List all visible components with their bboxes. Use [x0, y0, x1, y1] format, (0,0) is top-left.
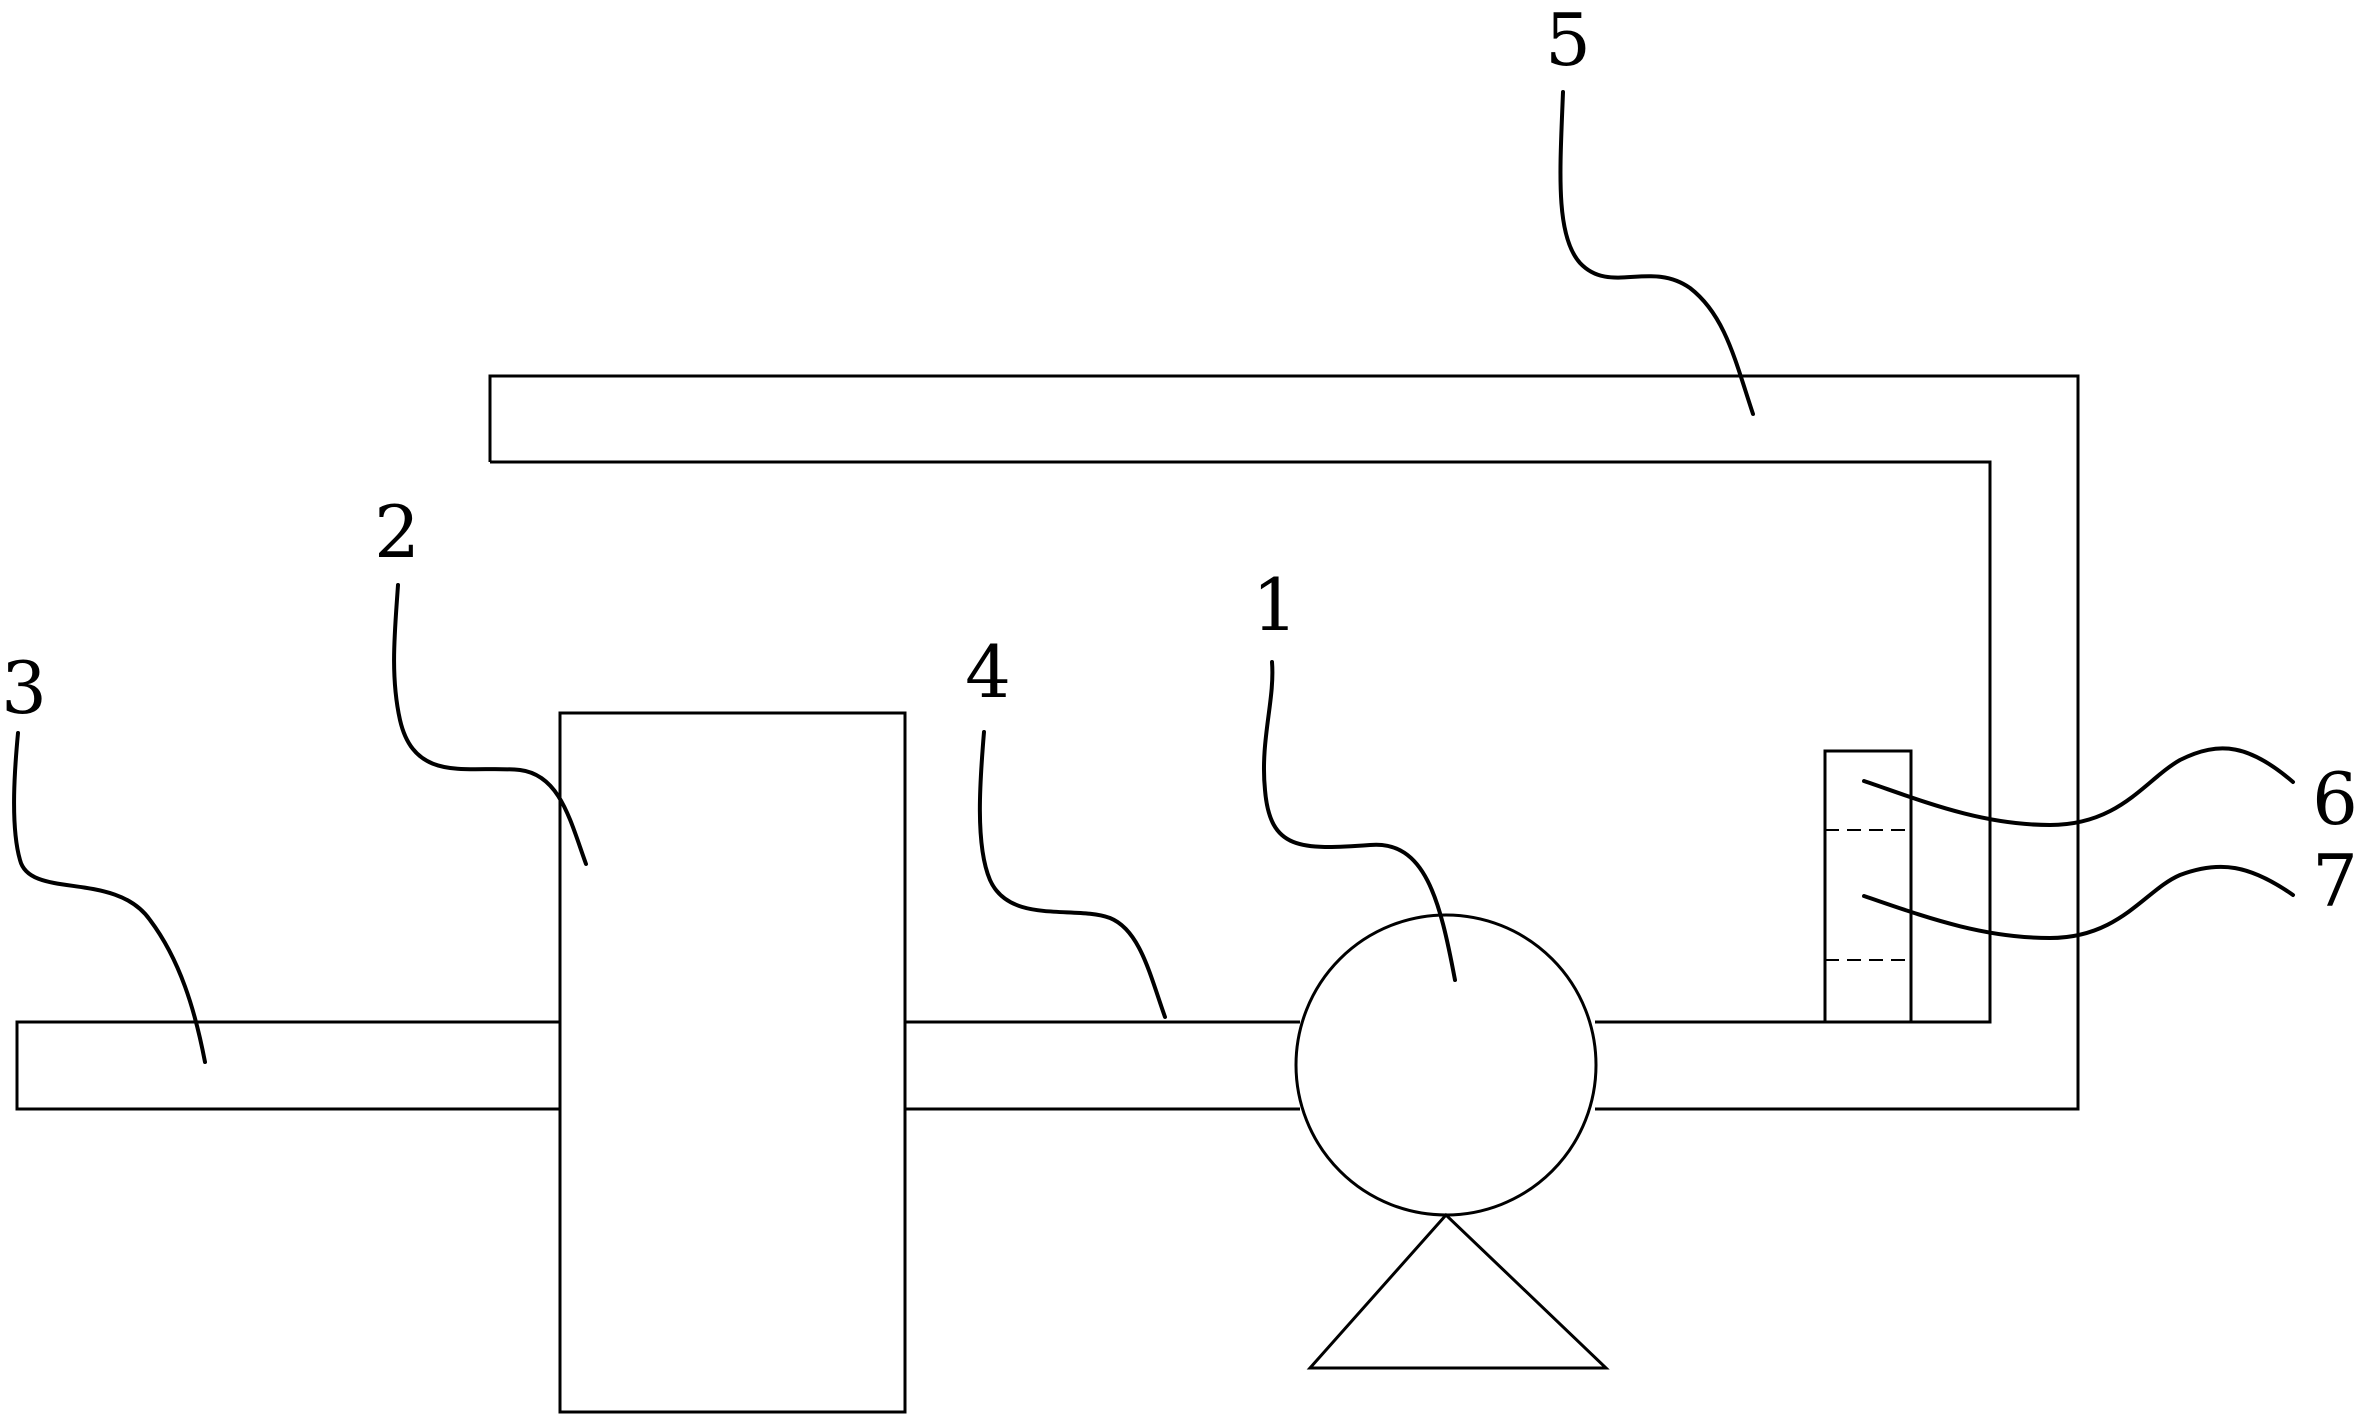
label-tank: 2: [374, 490, 420, 574]
leader-line-6: [1862, 746, 2295, 828]
label-connecting-pipe: 4: [965, 630, 1011, 714]
label-filter-lower: 7: [2312, 839, 2358, 923]
leader-line-2: [392, 583, 588, 866]
filter-housing: [1823, 749, 1913, 1024]
leader-line-5: [1558, 90, 1755, 416]
leader-line-4: [977, 730, 1167, 1019]
pump-stand: [1306, 1212, 1610, 1370]
return-pipe-inner: [490, 460, 1992, 1024]
leader-line-7: [1862, 864, 2295, 941]
return-pipe-outer: [488, 374, 2080, 1111]
inlet-pipe: [15, 1020, 562, 1111]
leader-line-1: [1261, 660, 1457, 982]
label-return-pipe: 5: [1545, 0, 1591, 82]
pump-body: [1294, 913, 1598, 1217]
leader-line-3: [12, 731, 207, 1064]
label-inlet-pipe: 3: [1, 646, 47, 730]
label-filter-upper: 6: [2312, 757, 2358, 841]
tank: [558, 711, 907, 1414]
label-pump: 1: [1252, 563, 1298, 647]
